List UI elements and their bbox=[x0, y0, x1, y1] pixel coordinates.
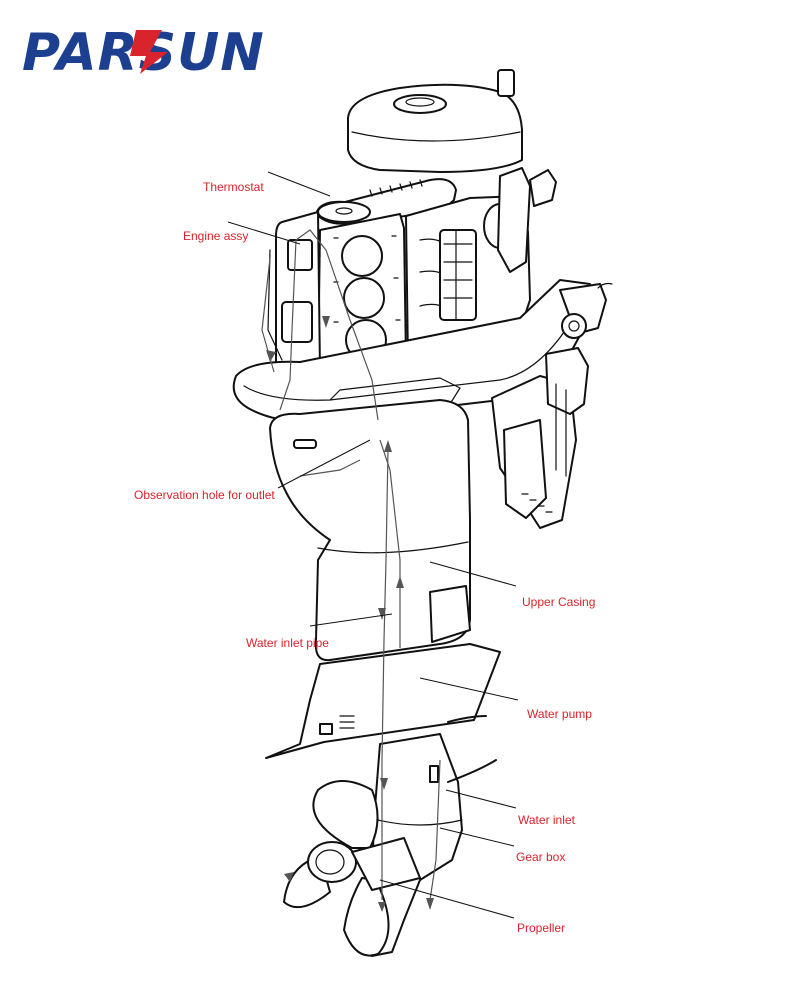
side-cover bbox=[429, 585, 471, 643]
cooling-water-flow bbox=[261, 229, 441, 912]
flow-arrow-lower bbox=[380, 778, 388, 790]
label-upper-casing: Upper Casing bbox=[522, 595, 595, 609]
propeller-blade-upper bbox=[312, 780, 379, 849]
flow-pipe-up-2 bbox=[379, 439, 401, 648]
flow-arrow-upper bbox=[384, 440, 392, 452]
bracket-line bbox=[267, 249, 283, 361]
carburetor-detail bbox=[443, 229, 473, 321]
propeller-assembly bbox=[283, 780, 421, 957]
clamp-screw-housing bbox=[545, 347, 589, 415]
propeller-hub bbox=[307, 841, 357, 883]
label-propeller: Propeller bbox=[517, 921, 565, 935]
leader-propeller bbox=[379, 879, 515, 919]
callout-labels: Thermostat Engine assy Observation hole … bbox=[134, 180, 595, 935]
exhaust-housing bbox=[269, 399, 471, 662]
clamp-detail bbox=[555, 383, 567, 477]
leader-gear-box bbox=[439, 827, 515, 847]
flow-arrow-mid bbox=[378, 608, 386, 620]
dipstick-line bbox=[447, 715, 487, 723]
throttle-cable bbox=[597, 282, 613, 289]
gearbox-nose bbox=[351, 837, 421, 891]
water-inlet-grille bbox=[429, 765, 439, 783]
block-bolts bbox=[333, 235, 401, 323]
leader-lines bbox=[227, 171, 519, 919]
leader-engine-assy bbox=[227, 221, 301, 245]
flow-arrow-return bbox=[426, 898, 434, 910]
flow-arrow-head bbox=[266, 350, 276, 362]
outboard-engine-illustration bbox=[232, 69, 613, 957]
recoil-handle bbox=[497, 69, 515, 97]
plate-vent-lines bbox=[339, 715, 355, 729]
bottom-cowl-rim bbox=[243, 319, 573, 401]
cam-pulley-hub bbox=[335, 207, 353, 215]
flywheel-cap-ring bbox=[405, 97, 435, 107]
side-housing bbox=[497, 167, 531, 273]
flywheel-cap bbox=[393, 94, 447, 114]
logo-accent-mark bbox=[130, 30, 168, 74]
leader-water-pump bbox=[419, 677, 519, 701]
label-thermostat: Thermostat bbox=[203, 180, 264, 194]
leader-thermostat bbox=[267, 171, 331, 197]
leader-upper-casing bbox=[429, 561, 517, 587]
speedometer-tube bbox=[447, 759, 497, 783]
propeller-hub-inner bbox=[315, 849, 345, 875]
label-water-inlet-pipe: Water inlet pipe bbox=[246, 636, 329, 650]
flywheel-cover bbox=[347, 83, 523, 173]
flow-pipe-up bbox=[381, 449, 389, 900]
label-engine-assy: Engine assy bbox=[183, 229, 248, 243]
head-cover-box bbox=[281, 301, 313, 343]
leader-observation-hole bbox=[277, 439, 371, 489]
transom-bracket-front bbox=[503, 419, 547, 519]
flow-engine-loop bbox=[279, 229, 379, 421]
label-gear-box: Gear box bbox=[516, 850, 565, 864]
flow-arrow-block bbox=[322, 316, 330, 328]
label-water-inlet: Water inlet bbox=[518, 813, 576, 827]
tiller-knob-inner bbox=[568, 320, 580, 332]
brand-logo: PARSUN bbox=[22, 23, 264, 83]
flow-outlet bbox=[299, 459, 361, 477]
fuel-connector bbox=[529, 169, 557, 207]
plate-window bbox=[319, 723, 333, 735]
cylinder-bore-1 bbox=[341, 235, 383, 277]
propeller-blade-lower bbox=[343, 877, 390, 957]
belt-teeth bbox=[369, 179, 423, 197]
flow-return bbox=[429, 759, 441, 901]
exhaust-housing-slot bbox=[293, 439, 317, 449]
cylinder-bore-2 bbox=[343, 277, 385, 319]
cam-pulley bbox=[317, 201, 371, 223]
leader-water-inlet bbox=[445, 789, 517, 809]
label-observation-hole: Observation hole for outlet bbox=[134, 488, 275, 502]
cowl-top-plate bbox=[329, 377, 461, 405]
label-water-pump: Water pump bbox=[527, 707, 592, 721]
head-cover-left bbox=[275, 211, 321, 381]
tiller-knob bbox=[561, 313, 587, 339]
flow-arrow-pipe bbox=[396, 576, 404, 588]
flow-arrow-exhaust bbox=[284, 872, 294, 882]
transom-bracket-holes bbox=[521, 493, 553, 513]
leader-water-inlet-pipe bbox=[309, 613, 393, 627]
flywheel-cover-rim bbox=[351, 131, 521, 142]
flow-arrow-bottom bbox=[378, 902, 386, 912]
lower-unit-seam bbox=[377, 819, 463, 826]
head-cover-top-box bbox=[287, 239, 313, 271]
